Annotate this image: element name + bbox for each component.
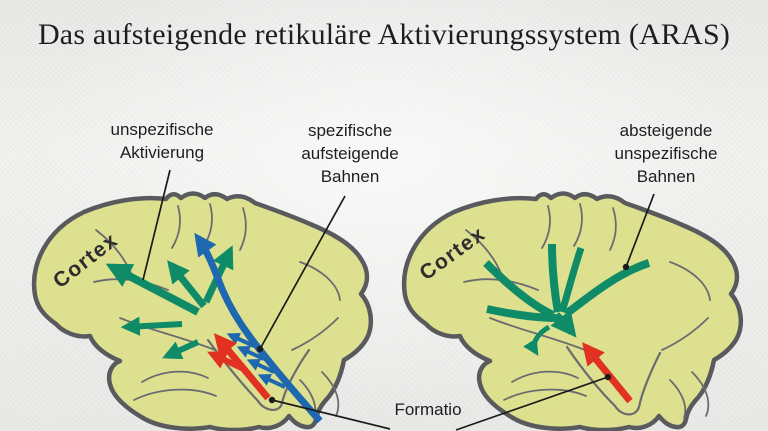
leader-dot	[268, 396, 276, 404]
green-branch	[483, 260, 555, 319]
left-blue-pathway	[194, 232, 323, 424]
label-descending-unspecific-pathways: absteigende unspezifische Bahnen	[614, 121, 718, 186]
leader-specific-ascending	[259, 195, 346, 350]
leader-dot	[622, 263, 630, 271]
label-specific-ascending-pathways: spezifische aufsteigende Bahnen	[301, 121, 399, 186]
leader-unspecific-activation	[142, 169, 171, 281]
right-green-arrows	[483, 243, 651, 356]
right-brainstem-channel	[565, 345, 662, 416]
left-red-arrows	[207, 333, 271, 401]
left-brainstem-channel	[206, 338, 311, 411]
label-unspecific-activation: unspezifische Aktivierung	[110, 120, 214, 162]
green-branch	[548, 243, 562, 313]
label-formatio-reticularis: Formatio	[394, 400, 462, 419]
left-brain: Cortex	[34, 194, 371, 431]
blue-branch-arrow	[246, 359, 275, 374]
leader-formatio-right	[455, 376, 609, 431]
green-arrow	[162, 339, 200, 360]
green-branch	[563, 259, 651, 318]
red-arrow	[207, 351, 248, 373]
right-brain: Cortex	[404, 194, 741, 431]
green-arrow	[120, 316, 183, 336]
green-descending-arrow	[550, 309, 577, 338]
blue-branch-arrow	[236, 346, 265, 361]
leader-formatio-left	[271, 399, 391, 430]
leader-dot	[256, 345, 264, 353]
left-brain-shape	[34, 194, 371, 431]
slide-title: Das aufsteigende retikuläre Aktivierungs…	[37, 18, 731, 51]
leader-dot	[604, 373, 612, 381]
leader-descending-unspecific	[625, 193, 655, 268]
blue-branch-arrow	[257, 374, 286, 389]
blue-ascending-pathway	[194, 232, 323, 424]
green-arrow	[167, 260, 207, 309]
leader-lines	[142, 169, 655, 431]
green-arrow	[105, 263, 200, 316]
green-branch	[558, 246, 585, 314]
green-curl-arrow	[523, 324, 551, 356]
